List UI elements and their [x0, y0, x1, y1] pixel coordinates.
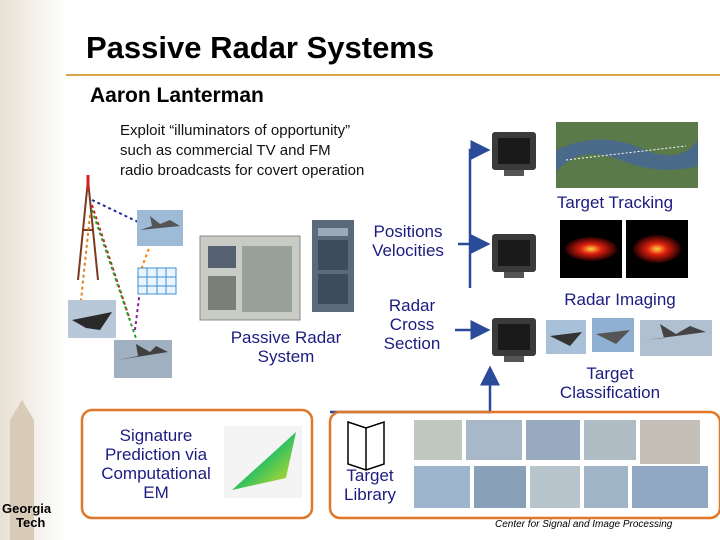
tc-line-1: Target: [540, 364, 680, 383]
book-icon: [348, 422, 384, 470]
rcs-line-2: Cross: [364, 315, 460, 334]
tc-line-2: Classification: [540, 383, 680, 402]
sp-line-4: EM: [88, 483, 224, 502]
logo-line-2: Tech: [2, 516, 51, 530]
aircraft-photo-3: [114, 340, 172, 378]
classification-photo-3: [640, 320, 712, 356]
footer-credit: Center for Signal and Image Processing: [495, 519, 672, 530]
rcs-line-1: Radar: [364, 296, 460, 315]
radar-cross-section-label: Radar Cross Section: [364, 296, 460, 353]
georgia-tech-logo: Georgia Tech: [2, 502, 51, 530]
sensor-grid: [138, 268, 176, 294]
intro-line-1: Exploit “illuminators of opportunity”: [120, 121, 420, 141]
computational-em-image: [224, 426, 302, 498]
page-title: Passive Radar Systems: [86, 30, 434, 66]
radar-image-1: [560, 220, 622, 278]
radar-imaging-label: Radar Imaging: [540, 290, 700, 309]
tl-line-2: Library: [330, 485, 410, 504]
passive-radar-system-label: Passive Radar System: [214, 328, 358, 366]
positions-velocities-label: Positions Velocities: [356, 222, 460, 260]
tracking-map-image: [556, 122, 698, 188]
author-name: Aaron Lanterman: [90, 84, 264, 108]
radar-computer-equipment: [200, 236, 300, 320]
sp-line-1: Signature: [88, 426, 224, 445]
sp-line-2: Prediction via: [88, 445, 224, 464]
target-classification-label: Target Classification: [540, 364, 680, 402]
intro-line-2: such as commercial TV and FM: [120, 141, 420, 161]
intro-text: Exploit “illuminators of opportunity” su…: [120, 121, 420, 181]
intro-line-3: radio broadcasts for covert operation: [120, 161, 420, 181]
aircraft-photo-2: [68, 300, 116, 338]
logo-line-1: Georgia: [2, 502, 51, 516]
prs-line-1: Passive Radar: [214, 328, 358, 347]
target-tracking-label: Target Tracking: [540, 193, 690, 212]
radar-image-2: [626, 220, 688, 278]
velocities-text: Velocities: [356, 241, 460, 260]
sp-line-3: Computational: [88, 464, 224, 483]
classification-photo-1: [546, 320, 586, 354]
monitor-icon-imaging: [492, 234, 536, 278]
monitor-icon-tracking: [492, 132, 536, 176]
aircraft-photo-1: [137, 210, 183, 246]
title-underline: [66, 74, 720, 76]
library-thumbnails: [414, 420, 708, 508]
server-rack: [312, 220, 354, 312]
signature-prediction-label: Signature Prediction via Computational E…: [88, 426, 224, 502]
classification-photo-2: [592, 318, 634, 352]
target-library-label: Target Library: [330, 466, 410, 504]
prs-line-2: System: [214, 347, 358, 366]
tl-line-1: Target: [330, 466, 410, 485]
rcs-line-3: Section: [364, 334, 460, 353]
monitor-icon-classification: [492, 318, 536, 362]
positions-text: Positions: [356, 222, 460, 241]
